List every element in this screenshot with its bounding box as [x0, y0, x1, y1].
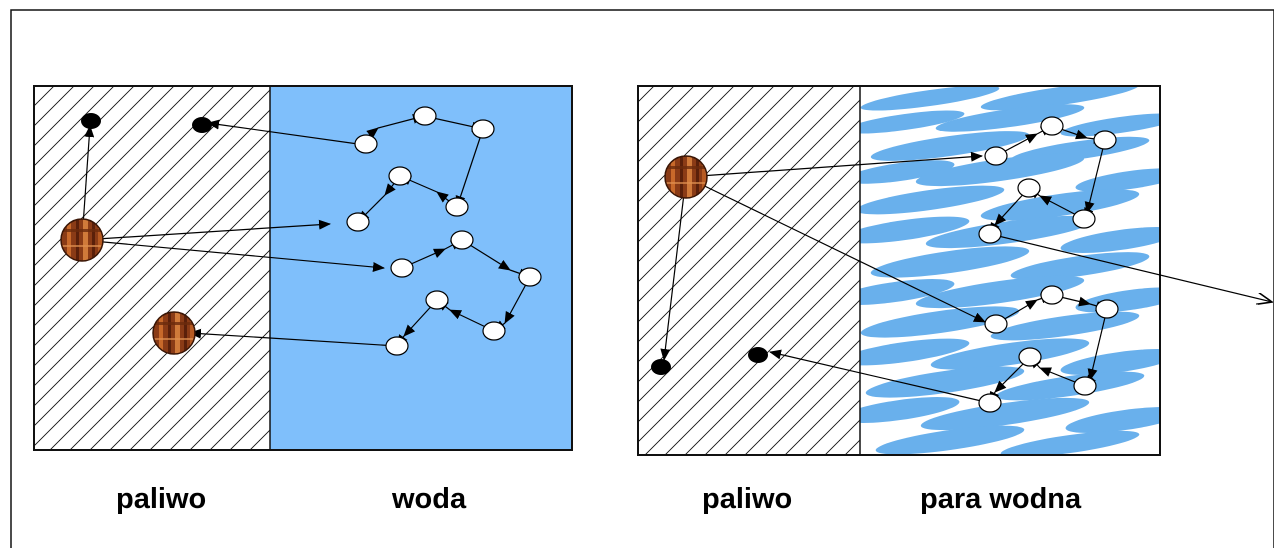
- steam-streak: [920, 397, 1090, 431]
- steam-streak: [1060, 113, 1160, 137]
- neutron-dot: [1072, 209, 1096, 229]
- water-region: [270, 86, 572, 450]
- neutron-dot: [354, 134, 378, 154]
- neutron-dot: [445, 197, 469, 217]
- neutrons: [81, 106, 1119, 413]
- steam-streak: [1010, 252, 1150, 280]
- steam-streak: [995, 371, 1145, 401]
- neutron-dot: [1093, 130, 1117, 150]
- steam-streak: [865, 366, 1025, 398]
- absorbed-neutron: [81, 113, 101, 129]
- steam-streak: [860, 279, 955, 305]
- neutron-dot: [978, 393, 1002, 413]
- neutron-dot: [1017, 178, 1041, 198]
- neutron-path-segment: [769, 349, 991, 404]
- steam-streak: [860, 160, 955, 184]
- steam-streak: [860, 216, 970, 244]
- steam-streak: [860, 110, 965, 134]
- panel-left-border: [33, 85, 573, 451]
- neutron-dot: [413, 106, 437, 126]
- neutron-dot: [1095, 299, 1119, 319]
- steam-streak: [1000, 430, 1140, 455]
- steam-streak: [870, 131, 1030, 161]
- neutron-dot: [1040, 116, 1064, 136]
- steam-streak: [980, 189, 1140, 221]
- neutron-dot: [346, 212, 370, 232]
- neutron-dot: [471, 119, 495, 139]
- neutron-path-segment: [81, 239, 385, 272]
- steam-streak: [925, 215, 1095, 249]
- caption-steam: para wodna: [920, 483, 1082, 515]
- caption-water: woda: [392, 483, 467, 515]
- uranium-nucleus: [152, 311, 196, 355]
- panel-left: [33, 85, 573, 451]
- absorbed-neutron: [192, 117, 212, 133]
- steam-streak: [860, 86, 1000, 111]
- uranium-nucleus: [664, 155, 708, 199]
- neutron-dot: [385, 336, 409, 356]
- steam-streaks: [860, 86, 1160, 455]
- neutron-dot: [425, 290, 449, 310]
- neutron-path-segment: [989, 233, 1272, 302]
- neutron-path-segment: [81, 219, 331, 241]
- caption-fuel-right: paliwo: [702, 483, 793, 515]
- steam-streak: [860, 185, 1005, 215]
- neutron-path-segment: [189, 328, 398, 347]
- neutron-dot: [390, 258, 414, 278]
- steam-streak: [915, 153, 1085, 187]
- steam-streak: [915, 275, 1085, 309]
- steam-streak: [935, 104, 1085, 132]
- fuel-region-left: [34, 86, 270, 450]
- neutron-dot: [1040, 285, 1064, 305]
- neutron-path-segment: [455, 128, 484, 208]
- panel-right-border: [637, 85, 1161, 456]
- neutron-dot: [984, 146, 1008, 166]
- steam-streak: [990, 311, 1140, 341]
- absorbed-neutron: [748, 347, 768, 363]
- neutron-path-segment: [685, 151, 983, 178]
- neutron-path-segment: [660, 176, 687, 361]
- neutron-path-segment: [685, 176, 986, 323]
- neutron-path-segment: [207, 119, 359, 145]
- steam-streak: [860, 397, 960, 423]
- neutron-path-segment: [1084, 139, 1106, 214]
- neutron-dot: [984, 314, 1008, 334]
- neutron-path-segment: [1087, 308, 1108, 381]
- steam-streak: [870, 246, 1030, 278]
- neutron-dot: [388, 166, 412, 186]
- neutron-dot: [482, 321, 506, 341]
- nuclei: [60, 155, 708, 355]
- panel-right: [637, 85, 1161, 456]
- steam-streak: [875, 425, 1025, 455]
- steam-streak: [1065, 407, 1160, 433]
- steam-streak: [980, 86, 1140, 111]
- steam-streak: [860, 338, 970, 366]
- neutron-dot: [1073, 376, 1097, 396]
- neutron-dot: [518, 267, 542, 287]
- neutron-dot: [1018, 347, 1042, 367]
- uranium-nucleus: [60, 218, 104, 262]
- steam-streak: [1075, 168, 1160, 192]
- caption-fuel-left: paliwo: [116, 483, 207, 515]
- neutron-dot: [450, 230, 474, 250]
- steam-streak: [1060, 227, 1160, 253]
- steam-streak: [930, 338, 1090, 370]
- fuel-region-right: [638, 86, 860, 455]
- absorbed-neutron: [651, 359, 671, 375]
- neutron-dot: [978, 224, 1002, 244]
